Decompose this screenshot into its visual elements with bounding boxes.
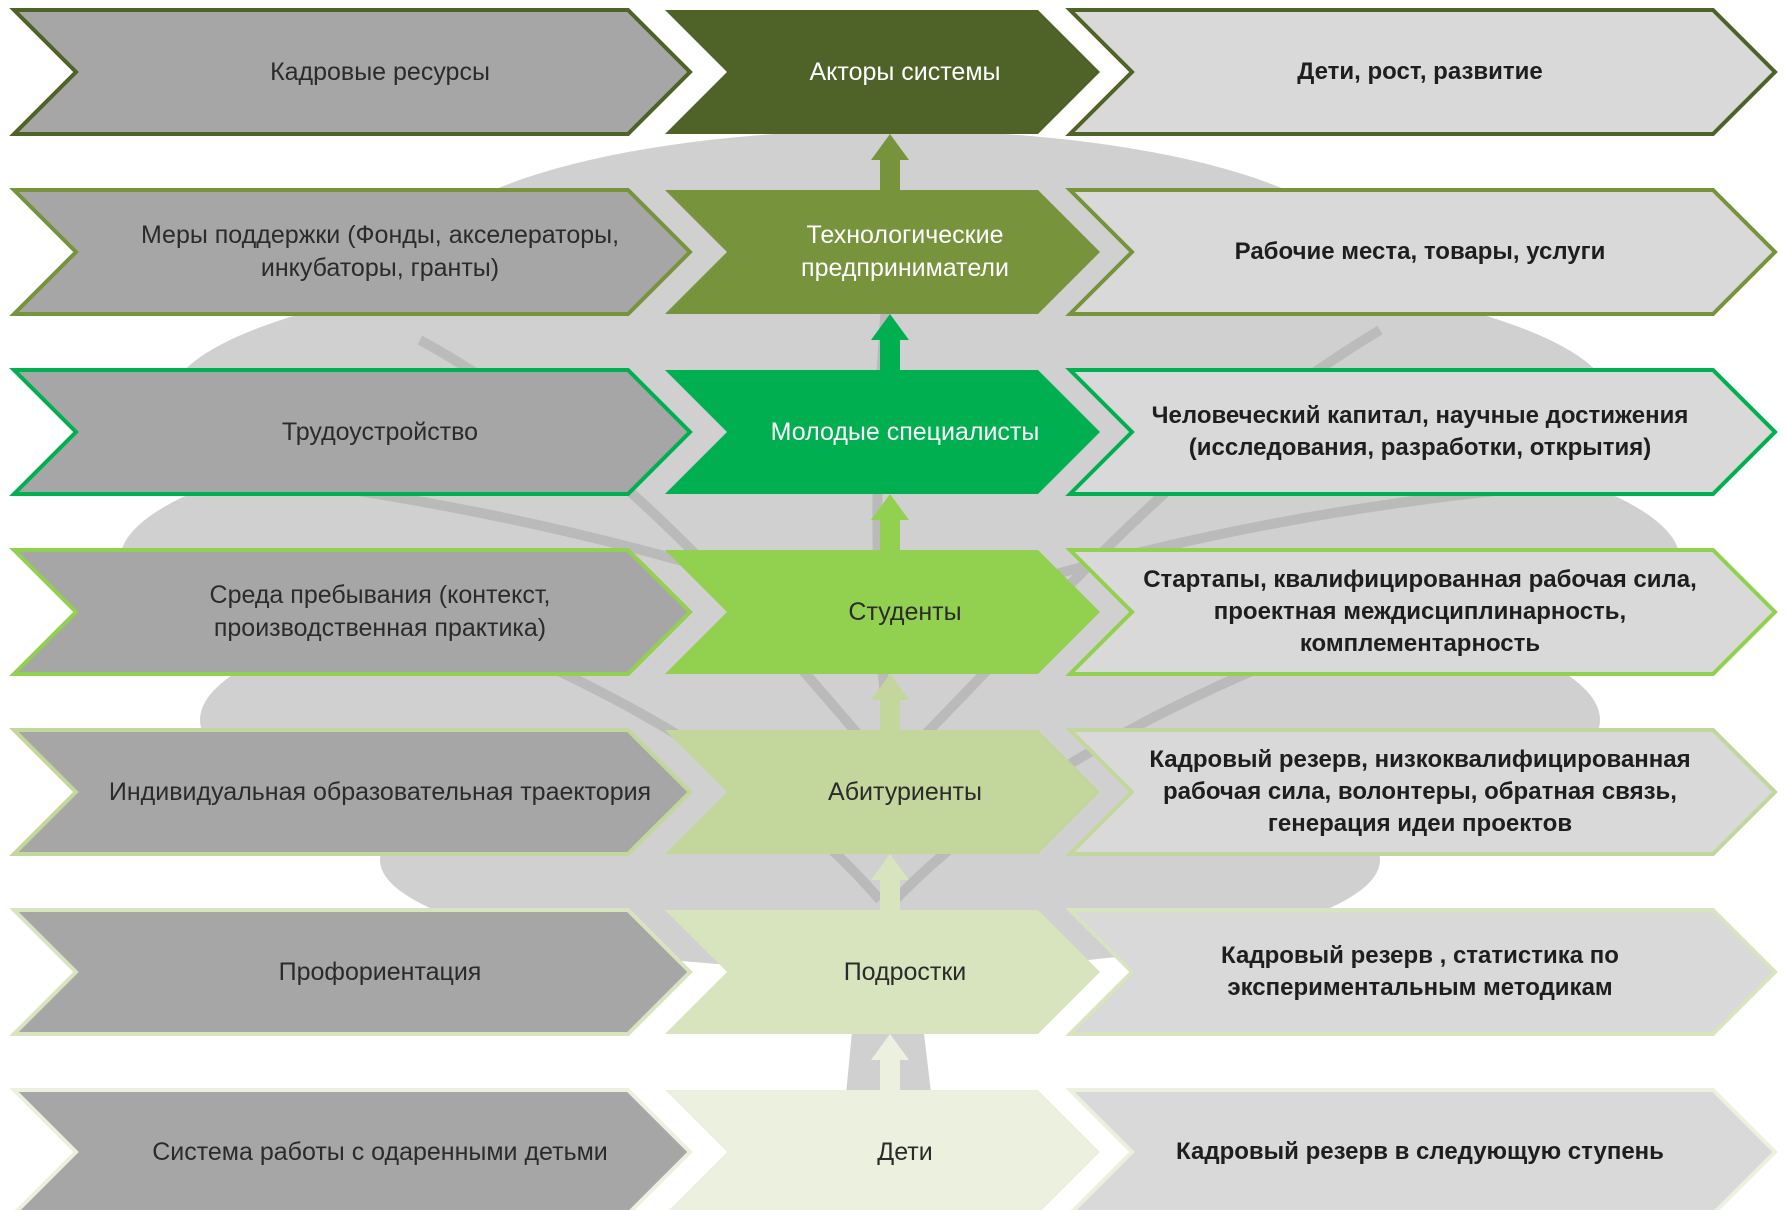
diagram-row: [9, 728, 1778, 856]
diagram-row: [9, 188, 1778, 316]
row-3-left-label: Трудоустройство: [281, 417, 479, 446]
up-arrow-icon: [871, 1034, 909, 1090]
up-arrow-icon: [871, 314, 909, 370]
row-middle-chevron: [665, 730, 1100, 854]
row-4-middle-label: Студенты: [848, 597, 962, 626]
row-2-left-label: Меры поддержки (Фонды, акселераторы,инку…: [140, 221, 620, 282]
row-5-middle-label: Абитуриенты: [828, 777, 982, 806]
row-left-chevron: [9, 1088, 693, 1210]
diagram-row: [9, 1088, 1778, 1210]
row-7-left-label: Система работы с одаренными детьми: [152, 1137, 608, 1166]
diagram-rows: [9, 8, 1778, 1210]
connector-arrows: [871, 134, 909, 1090]
row-left-chevron: [9, 188, 693, 316]
row-middle-chevron: [665, 1090, 1100, 1210]
row-4-right-label: Стартапы, квалифицированная рабочая сила…: [1143, 566, 1697, 657]
row-right-chevron: [1065, 368, 1778, 496]
row-4-left-label: Среда пребывания (контекст,производствен…: [209, 581, 551, 642]
diagram-row: [9, 368, 1778, 496]
row-left-chevron: [9, 368, 693, 496]
up-arrow-icon: [871, 134, 909, 190]
up-arrow-icon: [871, 494, 909, 550]
row-1-left-label: Кадровые ресурсы: [270, 57, 490, 86]
row-1-right-label: Дети, рост, развитие: [1297, 58, 1543, 86]
row-2-right-label: Рабочие места, товары, услуги: [1234, 238, 1606, 266]
row-right-chevron: [1065, 188, 1778, 316]
up-arrow-icon: [871, 674, 909, 730]
row-left-chevron: [9, 728, 693, 856]
diagram-row: [9, 548, 1778, 676]
row-1-middle-label: Акторы системы: [809, 57, 1001, 86]
row-3-middle-label: Молодые специалисты: [770, 417, 1040, 446]
row-6-middle-label: Подростки: [843, 957, 967, 986]
row-right-chevron: [1065, 728, 1778, 856]
row-middle-chevron: [665, 10, 1100, 134]
row-right-chevron: [1065, 908, 1778, 1036]
up-arrow-icon: [871, 854, 909, 910]
row-middle-chevron: [665, 190, 1100, 314]
diagram-row: [9, 8, 1778, 136]
row-left-chevron: [9, 908, 693, 1036]
row-left-chevron: [9, 548, 693, 676]
row-3-right-label: Человеческий капитал, научные достижения…: [1151, 402, 1689, 461]
row-left-chevron: [9, 8, 693, 136]
row-5-left-label: Индивидуальная образовательная траектори…: [108, 777, 652, 806]
row-7-middle-label: Дети: [877, 1137, 933, 1166]
row-middle-chevron: [665, 370, 1100, 494]
diagram-row: [9, 908, 1778, 1036]
row-right-chevron: [1065, 548, 1778, 676]
row-middle-chevron: [665, 550, 1100, 674]
row-right-chevron: [1065, 1088, 1778, 1210]
row-right-chevron: [1065, 8, 1778, 136]
row-7-right-label: Кадровый резерв в следующую ступень: [1176, 1138, 1664, 1166]
row-middle-chevron: [665, 910, 1100, 1034]
row-6-left-label: Профориентация: [278, 957, 482, 986]
